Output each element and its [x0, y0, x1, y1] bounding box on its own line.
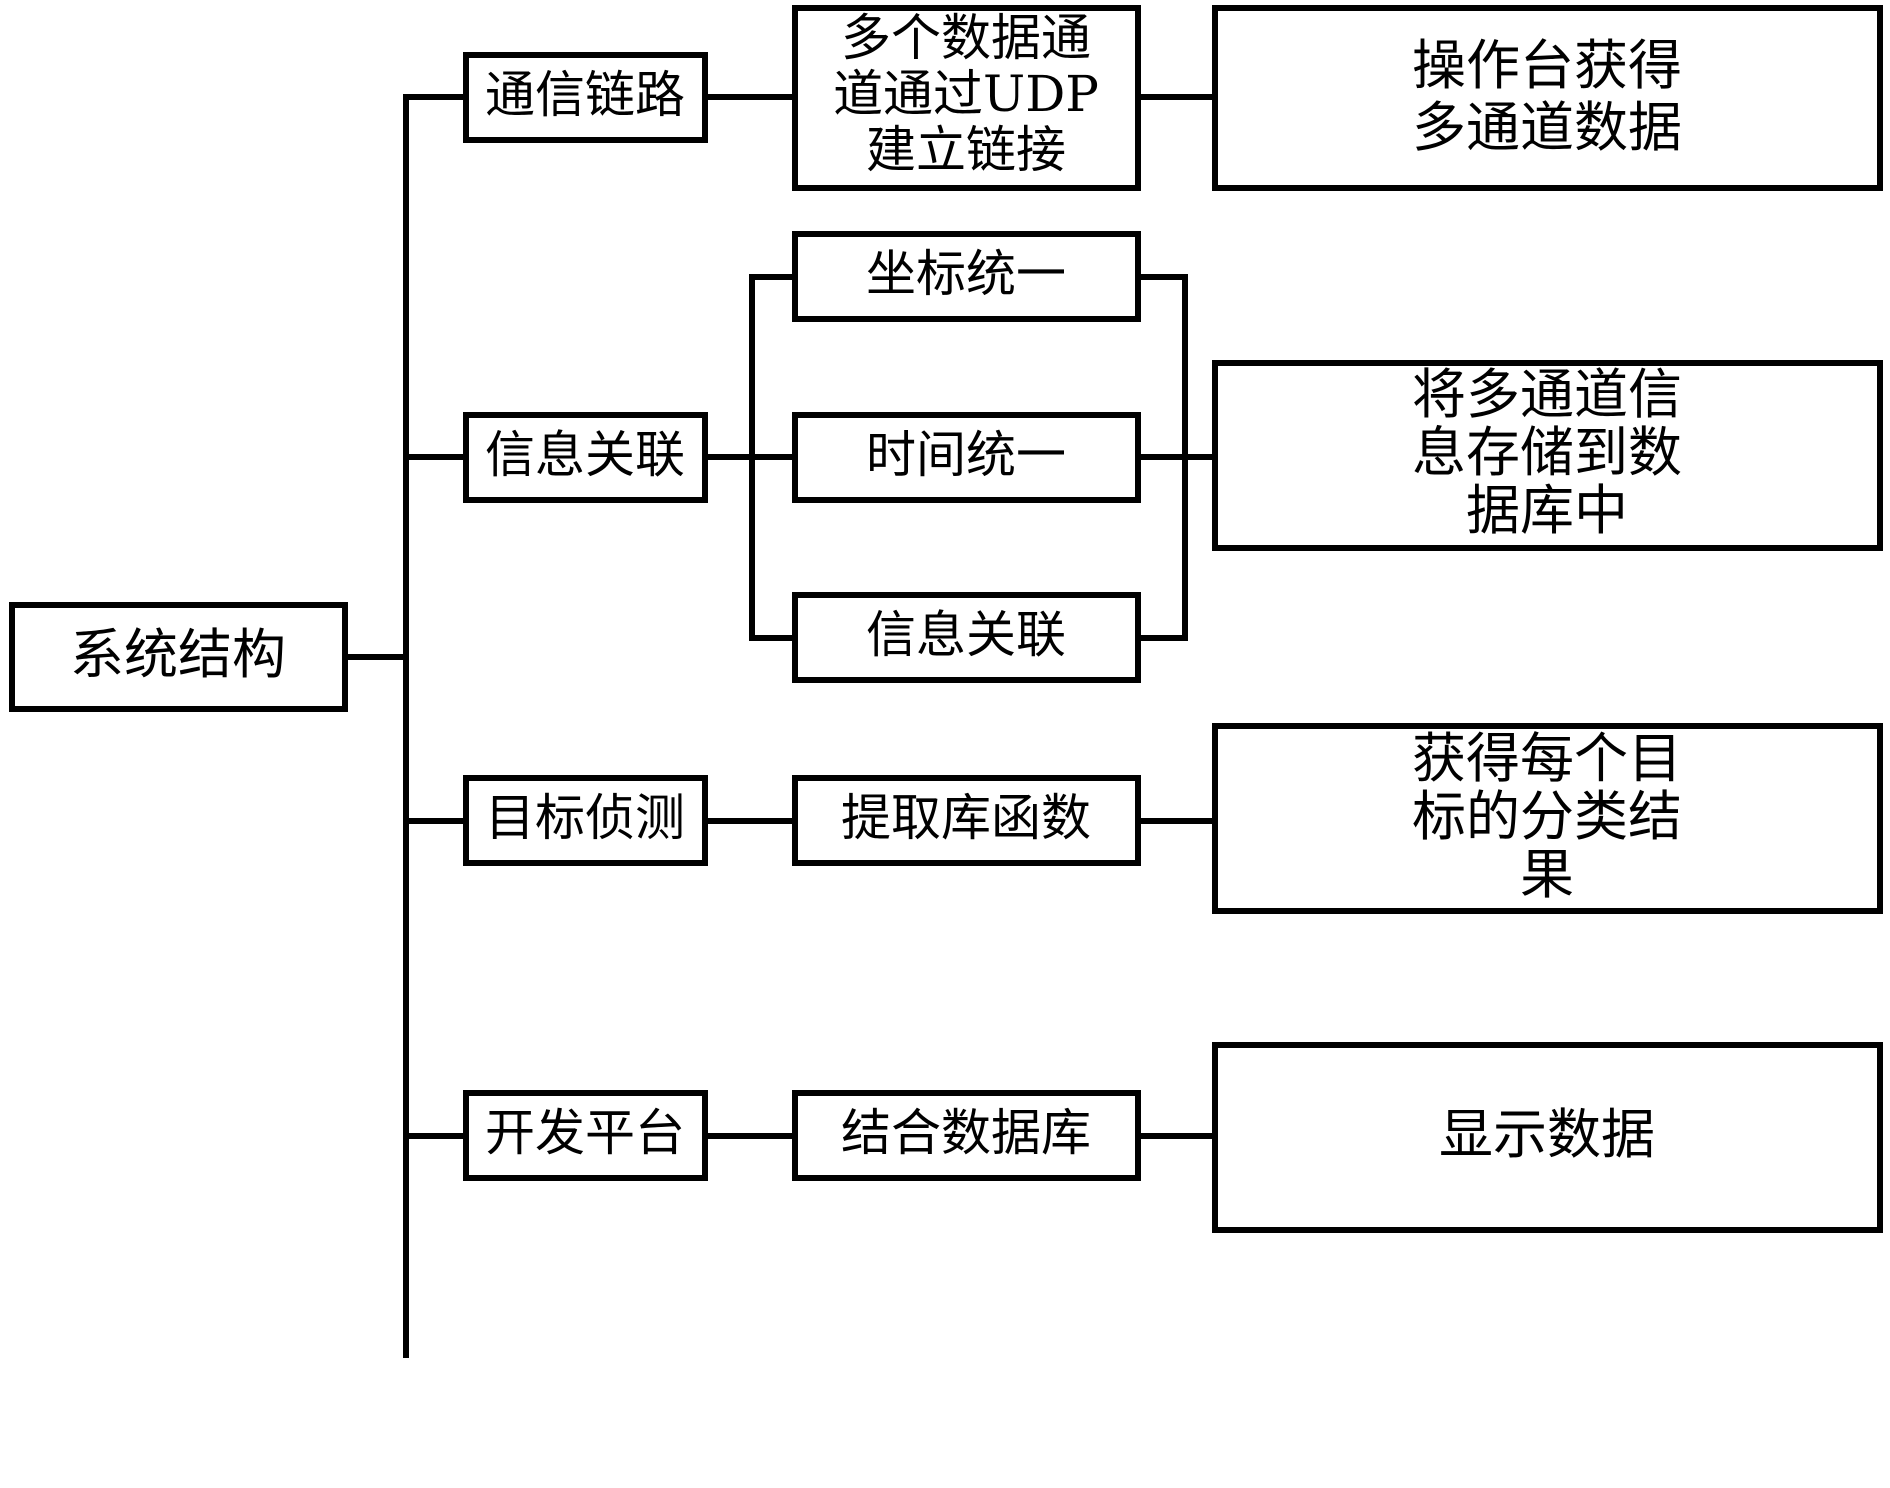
node-udp-channels[interactable]: 多个数据通 道通过UDP 建立链接	[792, 5, 1141, 191]
node-classify-result-line-3: 果	[1520, 843, 1574, 906]
node-classify-result-line-2: 标的分类结	[1412, 785, 1682, 848]
node-combine-db-label: 结合数据库	[841, 1104, 1091, 1162]
node-show-data[interactable]: 显示数据	[1212, 1042, 1883, 1233]
node-store-to-db-box[interactable]	[1212, 360, 1883, 551]
node-info-assoc[interactable]: 信息关联	[463, 412, 708, 503]
node-console-multi-channel[interactable]: 操作台获得 多通道数据	[1212, 5, 1883, 191]
connector-layer	[342, 94, 1218, 1358]
node-time-unify[interactable]: 时间统一	[792, 412, 1141, 503]
node-extract-lib-func-label: 提取库函数	[841, 789, 1091, 847]
node-extract-lib-func-box[interactable]	[792, 775, 1141, 866]
node-root-label: 系统结构	[70, 623, 286, 686]
node-target-detect[interactable]: 目标侦测	[463, 775, 708, 866]
node-root[interactable]: 系统结构	[9, 602, 348, 712]
node-root-box[interactable]	[9, 602, 348, 712]
node-comm-link-label: 通信链路	[485, 66, 685, 124]
node-store-to-db-line-1: 将多通道信	[1412, 363, 1682, 426]
node-udp-channels-line-1: 多个数据通	[841, 9, 1091, 67]
node-classify-result[interactable]: 获得每个目 标的分类结 果	[1212, 723, 1883, 914]
node-time-unify-label: 时间统一	[866, 426, 1066, 484]
node-console-multi-channel-line-1: 操作台获得	[1412, 34, 1682, 97]
node-store-to-db-line-3: 据库中	[1466, 479, 1628, 542]
node-info-assoc-sub[interactable]: 信息关联	[792, 592, 1141, 683]
node-show-data-label: 显示数据	[1439, 1103, 1655, 1166]
node-info-assoc-sub-label: 信息关联	[866, 606, 1066, 664]
node-target-detect-box[interactable]	[463, 775, 708, 866]
node-udp-channels-line-2: 道通过UDP	[833, 65, 1099, 123]
node-udp-channels-line-3: 建立链接	[866, 121, 1066, 179]
node-dev-platform-box[interactable]	[463, 1090, 708, 1181]
node-combine-db-box[interactable]	[792, 1090, 1141, 1181]
node-store-to-db[interactable]: 将多通道信 息存储到数 据库中	[1212, 360, 1883, 551]
node-dev-platform-label: 开发平台	[485, 1104, 685, 1162]
node-comm-link-box[interactable]	[463, 52, 708, 143]
node-target-detect-label: 目标侦测	[485, 789, 685, 847]
node-extract-lib-func[interactable]: 提取库函数	[792, 775, 1141, 866]
node-comm-link[interactable]: 通信链路	[463, 52, 708, 143]
node-coord-unify[interactable]: 坐标统一	[792, 231, 1141, 322]
node-udp-channels-box[interactable]	[792, 5, 1141, 191]
node-coord-unify-box[interactable]	[792, 231, 1141, 322]
node-console-multi-channel-line-2: 多通道数据	[1412, 96, 1682, 159]
node-store-to-db-line-2: 息存储到数	[1412, 421, 1682, 484]
node-show-data-box[interactable]	[1212, 1042, 1883, 1233]
node-console-multi-channel-box[interactable]	[1212, 5, 1883, 191]
node-time-unify-box[interactable]	[792, 412, 1141, 503]
node-combine-db[interactable]: 结合数据库	[792, 1090, 1141, 1181]
node-classify-result-line-1: 获得每个目	[1412, 727, 1682, 790]
node-info-assoc-label: 信息关联	[485, 426, 685, 484]
node-info-assoc-sub-box[interactable]	[792, 592, 1141, 683]
node-coord-unify-label: 坐标统一	[866, 245, 1066, 303]
node-classify-result-box[interactable]	[1212, 723, 1883, 914]
node-dev-platform[interactable]: 开发平台	[463, 1090, 708, 1181]
node-info-assoc-box[interactable]	[463, 412, 708, 503]
